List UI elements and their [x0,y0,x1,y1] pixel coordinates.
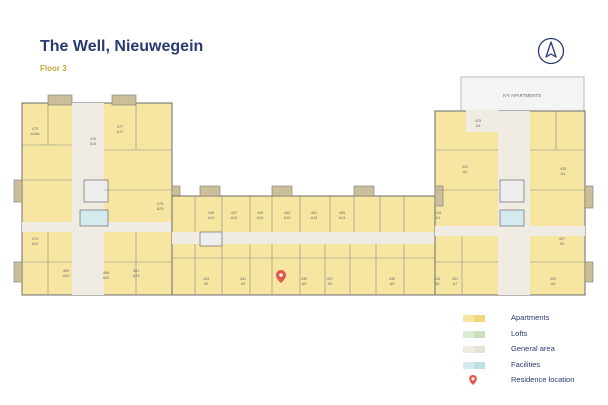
legend: Apartments Lofts General area Facilities… [463,313,603,391]
apartment-label: A24 [133,274,140,278]
legend-label: Apartments [511,313,550,322]
legend-item-residence-location: Residence location [463,375,603,391]
apartment-label: A3 [476,124,481,128]
apartment-label: A1 [436,216,441,220]
apartment-label: A17 [117,130,124,134]
apartment-label: A2 [463,170,468,174]
middle-wing [171,185,436,296]
apartment-label: A13 [339,216,346,220]
page-title: The Well, Nieuwegein [40,38,204,55]
facilities-swatch [463,361,485,369]
apartment-label: 479 [157,202,163,206]
location-pin-icon [469,375,477,385]
apartment-label: 423 [475,119,481,123]
lofts-swatch [463,330,485,338]
apartment-label: A20 [103,276,110,280]
apartment-label: 469 [63,269,69,273]
courtyard [460,76,585,112]
left-wing [13,94,181,296]
apartment-label: A16A [30,132,40,136]
apartment-label: A22 [32,242,39,246]
apartment-label: 443 [203,277,209,281]
apartment-label: A9 [390,282,395,286]
apartment-label: 453 [284,211,290,215]
legend-item-lofts: Lofts [463,329,603,345]
apartment-label: A7 [453,282,458,286]
apartment-label: A9 [328,282,333,286]
apartment-label: 431 [452,277,458,281]
legend-item-general-area: General area [463,344,603,360]
apartment-label: A10 [208,216,215,220]
apartment-label: 419 [435,211,441,215]
legend-item-facilities: Facilities [463,360,603,376]
apartment-label: 425 [560,167,566,171]
apartment-label: A9 [302,282,307,286]
legend-label: Facilities [511,359,541,369]
legend-label: Lofts [511,328,528,338]
apartment-label: 461 [133,269,139,273]
apartment-label: A10 [231,216,238,220]
apartment-label: A6 [435,282,440,286]
apartment-label: A4 [561,172,566,176]
apartment-label: A5 [560,242,565,246]
apartment-label: 429 [550,277,556,281]
north-arrow-icon [537,37,565,65]
apartment-label: 433 [434,277,440,281]
apartment-label: 447 [231,211,237,215]
apartment-label: A20 [63,274,70,278]
apartment-labels: 473A16A475A16477A17479A23471A22469A20465… [30,119,566,286]
legend-label: General area [511,344,555,353]
apartment-label: A6 [551,282,556,286]
courtyard-label: IVY APARTMENTS [503,93,542,98]
apartments-swatch [463,315,485,322]
right-wing [434,110,594,296]
legend-item-apartments: Apartments [463,313,603,329]
apartment-label: 471 [32,237,38,241]
legend-label: Residence location [511,375,575,384]
apartment-label: A10 [284,216,291,220]
apartment-label: 421 [462,165,468,169]
apartment-label: 455 [339,211,345,215]
apartment-label: A23 [157,207,164,211]
apartment-label: 439 [301,277,307,281]
general-area-swatch [463,346,485,353]
apartment-label: 435 [389,277,395,281]
apartment-label: A16 [90,142,97,146]
apartment-label: A10 [257,216,264,220]
apartment-label: A9 [241,282,246,286]
apartment-label: 437 [327,277,333,281]
apartment-label: 427 [559,237,565,241]
apartment-label: 451 [311,211,317,215]
apartment-label: 449 [257,211,263,215]
apartment-label: 465 [103,271,109,275]
apartment-label: 475 [90,137,96,141]
apartment-label: A9 [204,282,209,286]
apartment-label: 441 [240,277,246,281]
apartment-label: 473 [32,127,38,131]
residence-location-pin [276,270,286,283]
apartment-label: 445 [208,211,214,215]
floor-label: Floor 3 [40,64,67,73]
apartment-label: A13 [311,216,318,220]
apartment-label: 477 [117,125,123,129]
